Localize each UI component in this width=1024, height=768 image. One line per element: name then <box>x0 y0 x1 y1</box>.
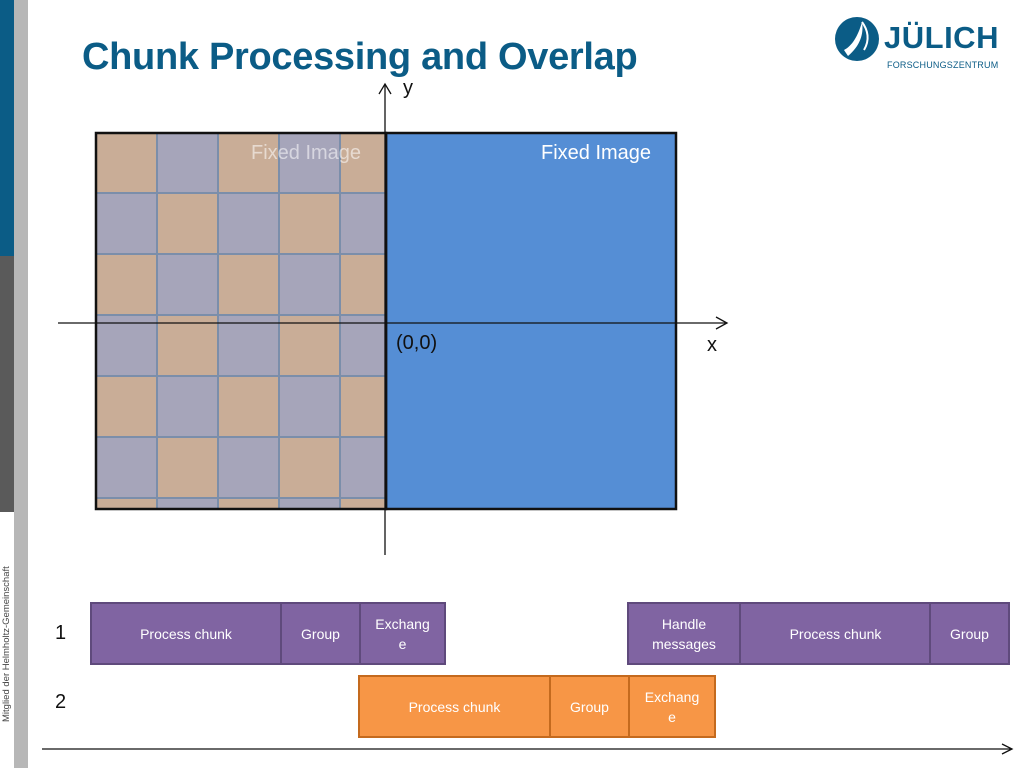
timeline-block-process-chunk: Process chunk <box>739 602 932 665</box>
timeline-block-exchange: Exchange <box>359 602 446 665</box>
timeline-arrow-head-icon <box>1001 743 1014 755</box>
logo-wordmark: JÜLICH <box>884 20 999 55</box>
sidebar-blue-bar <box>0 0 14 256</box>
x-axis-label: x <box>707 334 717 356</box>
fixed-image-label-left: Fixed Image <box>251 142 362 164</box>
timeline-block-process-chunk: Process chunk <box>90 602 282 665</box>
sidebar-gray-bar <box>14 256 28 512</box>
timeline-block-handle-messages: Handle messages <box>627 602 741 665</box>
fixed-image-right <box>384 131 678 511</box>
fixed-image-label-right: Fixed Image <box>541 142 652 164</box>
timeline-block-exchange: Exchange <box>628 675 716 738</box>
fixed-image-left-border <box>94 131 388 511</box>
timeline-block-group: Group <box>929 602 1010 665</box>
x-axis-arrow-icon <box>715 316 729 330</box>
fixed-image-left-checker <box>96 133 386 509</box>
page-title: Chunk Processing and Overlap <box>82 36 638 78</box>
timeline-block-process-chunk: Process chunk <box>358 675 551 738</box>
timeline-row-label: 2 <box>55 691 67 713</box>
logo-subtitle: FORSCHUNGSZENTRUM <box>887 60 999 70</box>
juelich-logo: JÜLICH FORSCHUNGSZENTRUM <box>834 16 1004 76</box>
origin-label: (0,0) <box>396 332 438 354</box>
y-axis-arrow-icon <box>378 82 392 95</box>
timeline-block-group: Group <box>280 602 361 665</box>
timeline-block-group: Group <box>549 675 630 738</box>
logo-mark-icon <box>835 17 879 61</box>
sidebar-strip <box>0 0 28 768</box>
sidebar-gray-bar <box>14 0 28 256</box>
sidebar-gray-bar <box>14 512 28 768</box>
timeline-row-label: 1 <box>55 622 67 644</box>
y-axis-label: y <box>403 77 413 99</box>
sidebar-dark-bar <box>0 256 14 512</box>
